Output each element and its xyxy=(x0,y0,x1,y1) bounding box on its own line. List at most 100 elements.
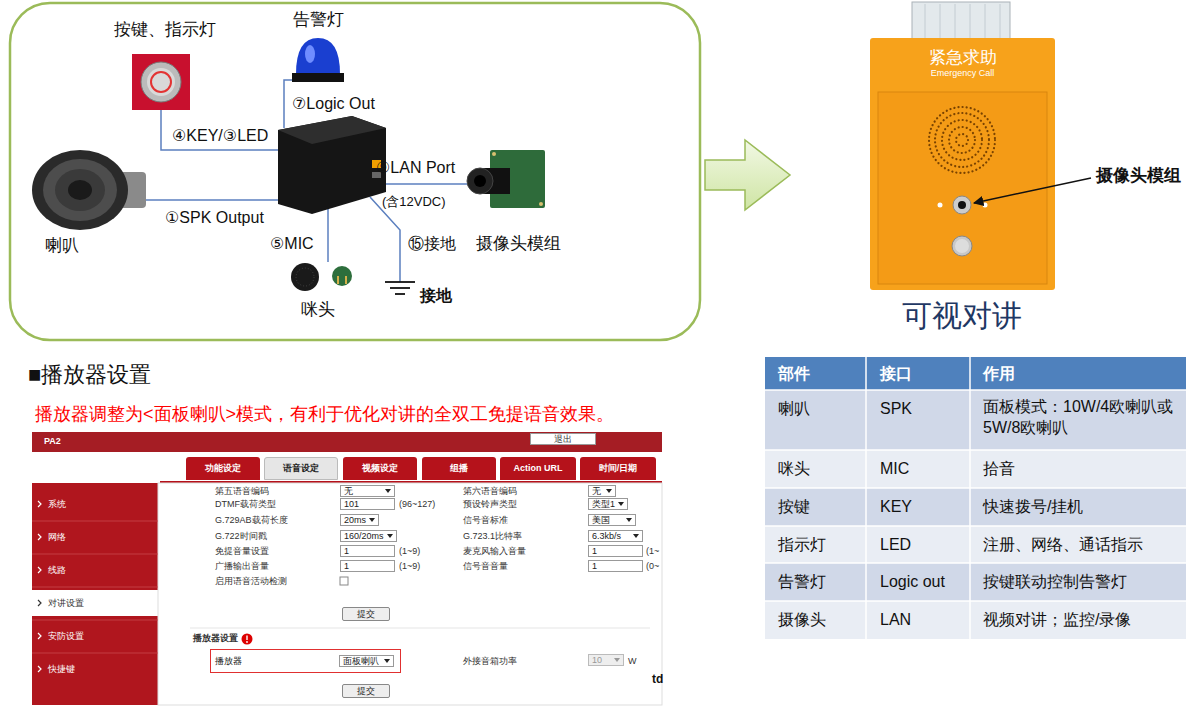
select-box: 160/20ms xyxy=(340,530,397,542)
watermark: td xyxy=(652,672,663,686)
field-label: 信号音标准 xyxy=(463,515,508,526)
settings-screenshot xyxy=(32,432,662,705)
part-label: 按键、指示灯 xyxy=(114,20,216,40)
select-box: 美国 xyxy=(588,514,636,526)
node-text: 1 xyxy=(592,546,639,556)
table-cell: 指示灯 xyxy=(778,535,826,554)
node-text: 1 xyxy=(344,546,391,556)
range-hint: (1~ xyxy=(646,546,659,557)
highlight-box: 播放器 面板喇叭 xyxy=(210,649,401,673)
table-cell: KEY xyxy=(880,497,912,516)
part-label: 咪头 xyxy=(301,300,335,320)
table-cell: 喇叭 xyxy=(778,399,810,418)
dropdown-arrow xyxy=(369,518,375,522)
part-label: 告警灯 xyxy=(293,10,344,30)
wires xyxy=(146,80,467,282)
table-cell: 按键联动控制告警灯 xyxy=(983,572,1127,591)
dropdown-arrow xyxy=(384,659,390,663)
submit-button: 提交 xyxy=(342,684,390,698)
range-hint: (0~ xyxy=(646,561,659,572)
field-label: 广播输出音量 xyxy=(215,561,269,572)
node-text: 播放器 xyxy=(215,656,242,666)
field-label: 麦克风输入音量 xyxy=(463,546,526,557)
microphone-illustration xyxy=(291,263,352,291)
note: 播放器调整为<面板喇叭>模式，有利于优化对讲的全双工免提语音效果。 xyxy=(35,404,614,426)
text-input: 1 xyxy=(588,545,643,557)
flow-arrow xyxy=(705,140,790,210)
dropdown-arrow xyxy=(385,489,391,493)
select-box: 无 xyxy=(588,485,616,497)
menu-tab: 时间/日期 xyxy=(580,457,656,480)
field-label: DTMF载荷类型 xyxy=(215,499,276,510)
menu-item: 对讲设置 xyxy=(48,598,84,609)
node-text: Action URL xyxy=(504,457,572,480)
node-text: 时间/日期 xyxy=(584,457,652,480)
section-heading: ■播放器设置 xyxy=(28,362,151,388)
table-cell: 拾音 xyxy=(983,459,1015,478)
signal-label: ⑤MIC xyxy=(270,234,314,253)
device-panel: 紧急求助Emergency Call xyxy=(870,38,1055,290)
caption: 可视对讲 xyxy=(902,298,1022,334)
table-cell: SPK xyxy=(880,399,912,418)
range-hint: (1~9) xyxy=(399,561,420,572)
field-label: 免提音量设置 xyxy=(215,546,269,557)
node-text: 面板喇叭 xyxy=(343,656,381,666)
table-cell: 告警灯 xyxy=(778,572,826,591)
dropdown-arrow xyxy=(618,502,624,506)
signal-label: ⑮接地 xyxy=(408,234,456,253)
range-hint: (96~127) xyxy=(399,499,435,510)
menu-item: 线路 xyxy=(48,565,66,576)
dropdown-arrow xyxy=(626,518,632,522)
table-cell: 快速拨号/挂机 xyxy=(983,497,1083,516)
select-box: 无 xyxy=(340,485,395,497)
field-label: 启用语音活动检测 xyxy=(215,576,287,587)
menu-tab: 语音设定 xyxy=(264,457,338,480)
dropdown-arrow xyxy=(606,489,612,493)
table-cell: MIC xyxy=(880,459,909,478)
node-text: 10 xyxy=(592,655,611,665)
node-text: 160/20ms xyxy=(344,531,384,541)
node-text: 功能设定 xyxy=(190,457,256,480)
field-label: 外接音箱功率 xyxy=(463,656,517,667)
controller-box xyxy=(278,116,386,214)
text-input: 1 xyxy=(588,560,643,572)
button-illustration xyxy=(132,54,190,110)
menu-tab: 视频设定 xyxy=(343,457,417,480)
range-hint: (1~9) xyxy=(399,546,420,557)
table-cell: LED xyxy=(880,535,911,554)
node-text: 101 xyxy=(344,499,391,509)
field-label: G.722时间戳 xyxy=(215,531,267,542)
node-text: 退出 xyxy=(535,434,591,444)
field-label: 信号音音量 xyxy=(463,561,508,572)
signal-label: ⑦Logic Out xyxy=(292,94,375,113)
part-label: 摄像头模组 xyxy=(476,234,561,254)
node-text: 6.3kb/s xyxy=(592,531,630,541)
menu-item: 系统 xyxy=(48,499,66,510)
table-cell: 摄像头 xyxy=(778,610,826,629)
node-text: 1 xyxy=(344,561,391,571)
signal-label: (含12VDC) xyxy=(382,194,446,210)
field-label: G.729AB载荷长度 xyxy=(215,515,288,526)
node-text: 无 xyxy=(344,486,382,496)
leader-line xyxy=(974,178,1091,203)
speaker-illustration xyxy=(32,150,146,230)
menu-tab: Action URL xyxy=(500,457,576,480)
node-text: 无 xyxy=(592,486,603,496)
field-label: 第六语音编码 xyxy=(463,486,517,497)
menu-item: 网络 xyxy=(48,532,66,543)
node-text: 提交 xyxy=(347,608,385,620)
dropdown-arrow xyxy=(387,534,393,538)
menu-item: 快捷键 xyxy=(48,664,75,675)
exit-button: 退出 xyxy=(530,433,596,445)
ground-label: 接地 xyxy=(420,286,452,305)
select-box: 类型1 xyxy=(588,498,628,510)
field-label: G.723.1比特率 xyxy=(463,531,522,542)
node-text: 1 xyxy=(592,561,639,571)
camera-illustration xyxy=(467,150,545,208)
node-text: 组播 xyxy=(426,457,492,480)
dropdown-arrow xyxy=(614,658,620,662)
callout-label: 摄像头模组 xyxy=(1096,166,1181,186)
node-text: Emergency Call xyxy=(870,68,1055,79)
select-box: 10 xyxy=(588,654,624,666)
